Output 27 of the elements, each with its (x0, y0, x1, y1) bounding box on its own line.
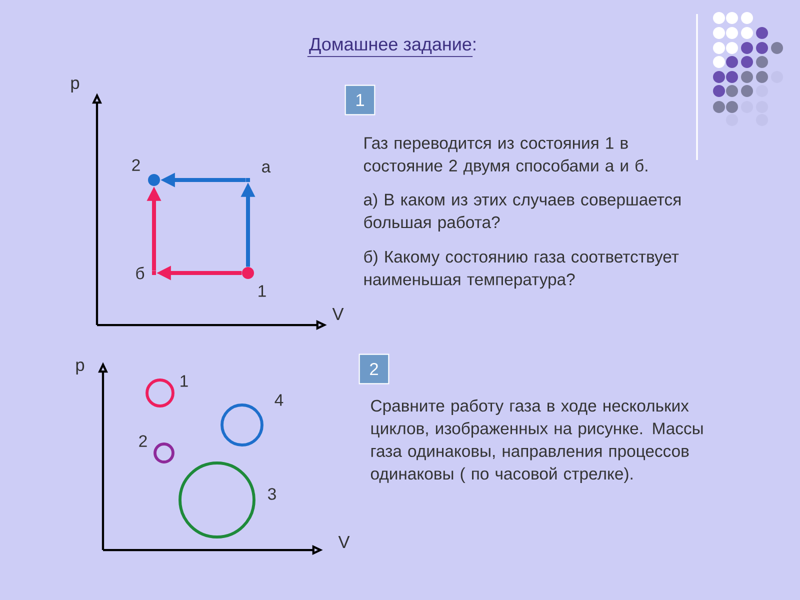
cycle-circle (154, 442, 174, 464)
title: Домашнее задание: (307, 38, 476, 57)
cycle-circle (178, 462, 256, 538)
question-text: б) Какому состоянию газа соответствует наименьшая температура? (364, 250, 679, 289)
point-label: 1 (180, 375, 188, 387)
question-text: а) В каком из этих случаев совершается большая работа? (364, 193, 680, 232)
corner-point (246, 178, 250, 182)
axis-label: V (338, 536, 350, 548)
cycle-circle (146, 378, 174, 408)
point-label: б (136, 266, 144, 280)
state-point (148, 174, 160, 186)
point-label: 4 (274, 394, 284, 406)
point-label: а (262, 163, 271, 173)
cycle-circle (220, 404, 264, 446)
point-label: 2 (139, 435, 147, 447)
state-point (242, 267, 254, 279)
corner-point (152, 271, 156, 275)
point-label: 3 (268, 488, 276, 500)
axis-label: p (76, 362, 84, 374)
axis-label: V (332, 308, 344, 320)
point-label: 1 (258, 285, 266, 297)
question-text: Сравните работу газа в ходе нескольких циклов, изображенных на рисунке. Массы газа одинаковы, направления процессов одинаковы ( по часовой стрелке). (370, 399, 703, 483)
axis-label: p (71, 80, 80, 92)
number-badge: 2 (358, 354, 390, 384)
number-badge: 1 (344, 84, 376, 116)
point-label: 2 (132, 159, 140, 171)
question-text: Газ переводится из состояния 1 в состояние 2 двумя способами а и б. (364, 137, 648, 175)
